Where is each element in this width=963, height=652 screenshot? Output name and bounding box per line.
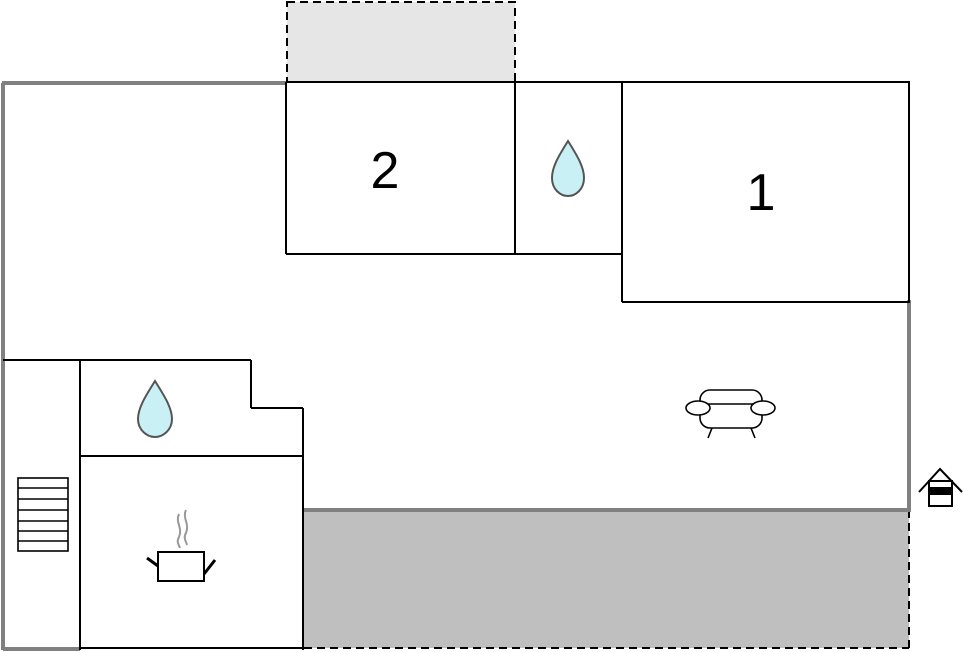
room-label-bedroom-1: 1 — [747, 164, 776, 222]
entrance-house-icon — [918, 467, 963, 507]
water-drop-icon — [550, 139, 586, 198]
terrace-bottom — [304, 510, 910, 649]
balcony-top — [286, 1, 516, 83]
water-drop-icon — [136, 379, 174, 439]
outer-walls — [1, 81, 911, 651]
sofa-icon — [685, 389, 776, 439]
stairs-icon — [17, 477, 69, 552]
room-label-bedroom-2: 2 — [371, 142, 400, 200]
inner-walls — [3, 81, 910, 650]
cooking-pot-icon — [146, 509, 217, 582]
